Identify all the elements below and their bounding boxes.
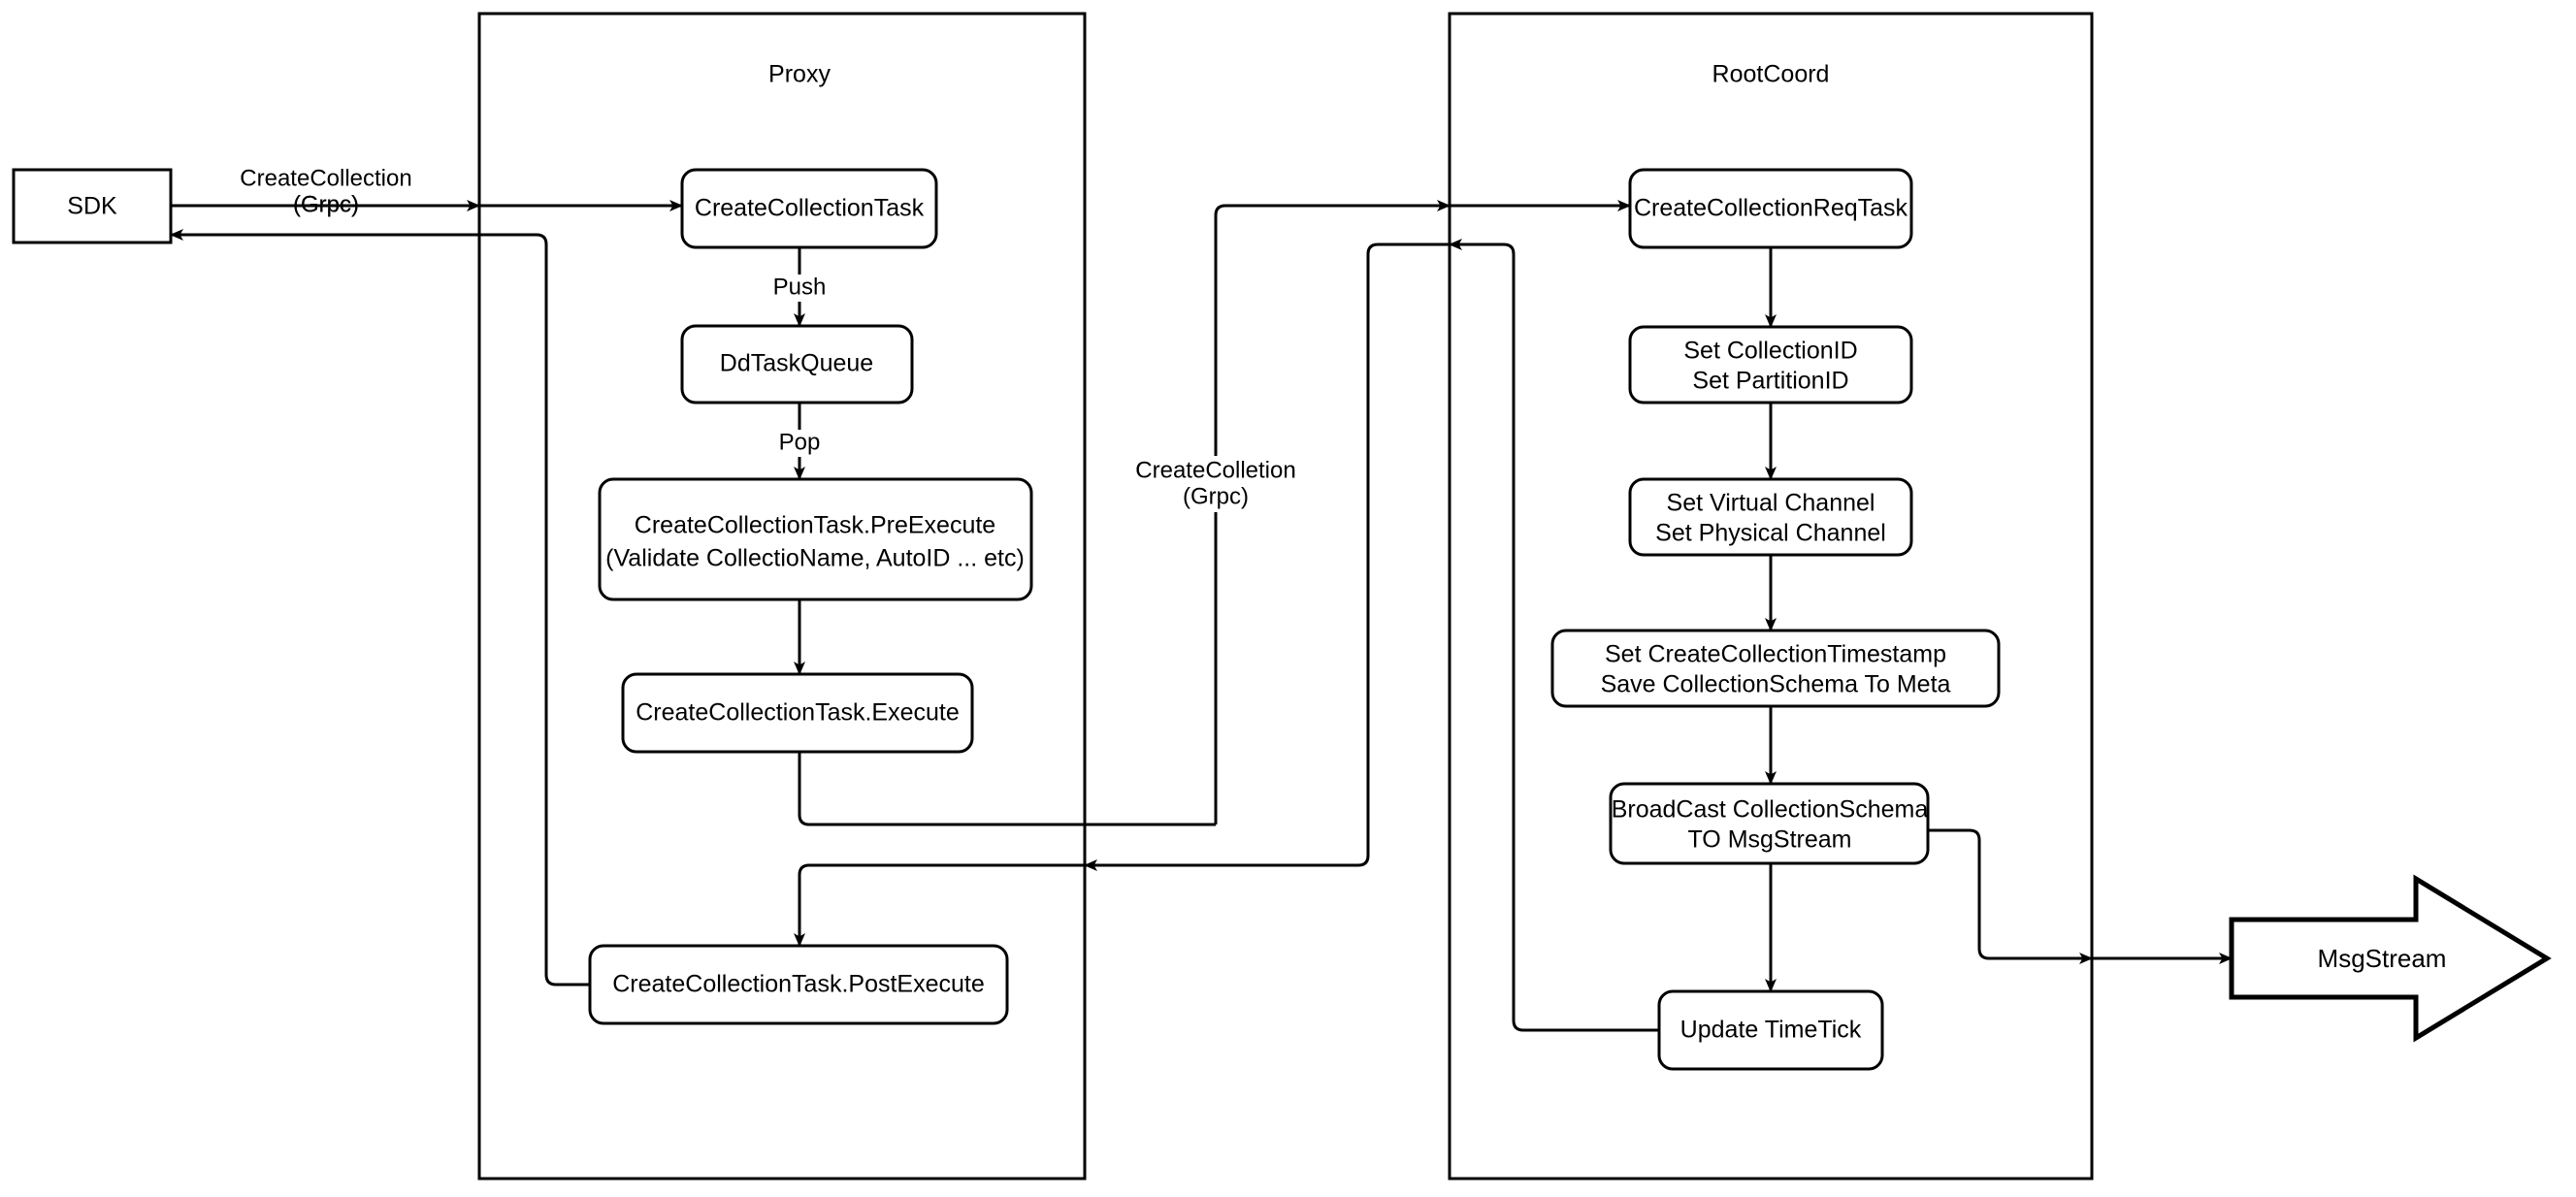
edge-grpc-return-to-proxy [1084,243,1450,871]
node-create-collection-req-task-label: CreateCollectionReqTask [1634,195,1908,222]
node-post-execute-label: CreateCollectionTask.PostExecute [612,971,985,998]
node-update-timetick-label: Update TimeTick [1680,1017,1862,1044]
node-msgstream-label: MsgStream [2318,944,2447,973]
node-update-timetick[interactable]: Update TimeTick [1657,989,1884,1071]
node-set-ids-label-line2: Set PartitionID [1692,368,1848,395]
edge-post-execute-to-sdk [170,229,590,987]
edge-return-to-post-execute [794,863,1085,947]
edge-label-grpc-line1: CreateColletion [1135,457,1295,483]
edge-label-backdrop [1140,456,1291,512]
edge-label-grpc-line2: (Grpc) [1183,483,1249,509]
node-set-channels-label-line2: Set Physical Channel [1655,520,1886,547]
node-pre-execute[interactable]: CreateCollectionTask.PreExecute (Validat… [598,477,1033,601]
node-save-meta-label-line1: Set CreateCollectionTimestamp [1605,641,1946,668]
edge-grpc-up-to-rootcoord [1214,200,1451,825]
node-broadcast-label-line1: BroadCast CollectionSchema [1612,796,1929,824]
push-label-backdrop [766,275,834,302]
node-save-meta[interactable]: Set CreateCollectionTimestamp Save Colle… [1550,629,2001,708]
edge-broadcast-to-msgstream-boundary [1928,828,2093,964]
edge-execute-to-grpc-out [798,752,1216,826]
node-sdk[interactable]: SDK [12,168,173,244]
edge-label-createcollection-grpc-line1: CreateCollection [240,165,411,191]
container-rootcoord-label: RootCoord [1712,61,1830,88]
node-execute[interactable]: CreateCollectionTask.Execute [621,672,974,754]
container-proxy-label: Proxy [768,61,831,88]
node-broadcast-label-line2: TO MsgStream [1687,826,1851,854]
edge-label-createcollection-grpc-line2: (Grpc) [293,191,359,217]
node-post-execute[interactable]: CreateCollectionTask.PostExecute [588,944,1009,1025]
node-dd-task-queue-label: DdTaskQueue [720,350,873,377]
edge-label-pop-text: Pop [779,429,821,455]
pop-label-backdrop [769,430,831,457]
node-sdk-label: SDK [67,193,117,220]
edge-rootcoord-response-out [1449,239,1659,1032]
node-dd-task-queue[interactable]: DdTaskQueue [680,324,914,404]
edge-label-proxy-to-rootcoord-top: CreateColletion (Grpc) [1135,457,1295,509]
node-set-channels[interactable]: Set Virtual Channel Set Physical Channel [1628,477,1913,557]
node-pre-execute-label-line1: CreateCollectionTask.PreExecute [635,512,995,539]
node-save-meta-label-line2: Save CollectionSchema To Meta [1601,671,1951,698]
node-set-ids[interactable]: Set CollectionID Set PartitionID [1628,325,1913,404]
edge-label-sdk-backdrop [243,163,412,194]
node-set-channels-label-line1: Set Virtual Channel [1667,490,1875,517]
node-create-collection-req-task[interactable]: CreateCollectionReqTask [1628,168,1913,249]
node-broadcast[interactable]: BroadCast CollectionSchema TO MsgStream [1609,782,1930,865]
edge-label-push-text: Push [773,274,827,300]
edge-label-sdk-to-proxy-line2: (Grpc) [293,191,359,217]
node-execute-label: CreateCollectionTask.Execute [636,699,960,727]
node-msgstream[interactable]: MsgStream [2229,874,2552,1043]
node-set-ids-label-line1: Set CollectionID [1683,338,1857,365]
node-pre-execute-label-line2: (Validate CollectioName, AutoID ... etc) [605,545,1025,572]
node-create-collection-task[interactable]: CreateCollectionTask [680,168,938,249]
node-create-collection-task-label: CreateCollectionTask [695,195,925,222]
